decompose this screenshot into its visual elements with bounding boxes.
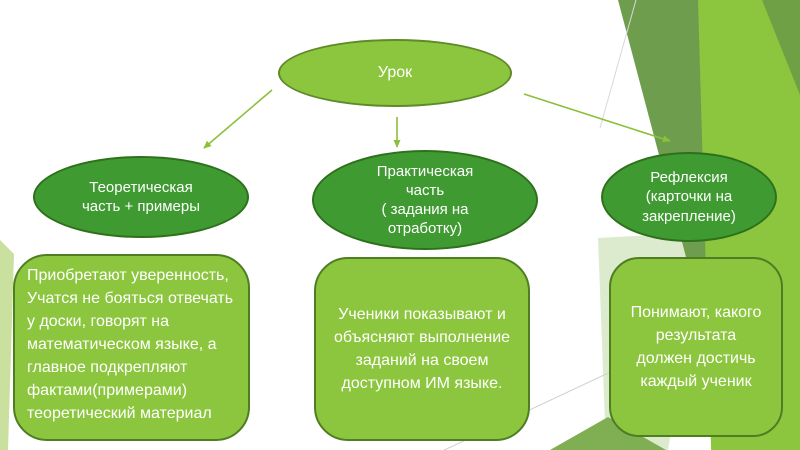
left-edge-wedge bbox=[0, 240, 14, 450]
ribbon-bottom-triangle bbox=[550, 417, 666, 450]
node-reflection-label: Рефлексия (карточки на закрепление) bbox=[642, 169, 736, 225]
node-theory-label: Теоретическая часть + примеры bbox=[81, 178, 201, 216]
box-reflection-details: Понимают, какого результата должен дости… bbox=[609, 257, 783, 437]
hairline-top bbox=[599, 0, 637, 129]
arrow-root-to-theory bbox=[203, 89, 273, 149]
box-practice-text: Ученики показывают и объясняют выполнени… bbox=[333, 305, 511, 393]
node-lesson-label: Урок bbox=[377, 64, 413, 81]
node-practice: Практическая часть ( задания на отработк… bbox=[312, 150, 538, 250]
box-reflection-text: Понимают, какого результата должен дости… bbox=[630, 303, 762, 391]
arrow-root-to-reflection bbox=[523, 93, 671, 143]
node-lesson: Урок bbox=[278, 39, 512, 107]
box-theory-text: Приобретают уверенность, Учатся не боять… bbox=[27, 267, 234, 423]
box-practice-details: Ученики показывают и объясняют выполнени… bbox=[314, 257, 530, 441]
box-theory-details: Приобретают уверенность, Учатся не боять… bbox=[13, 254, 250, 441]
node-reflection: Рефлексия (карточки на закрепление) bbox=[601, 152, 777, 242]
ribbon-corner-leaf bbox=[762, 0, 800, 95]
node-theory: Теоретическая часть + примеры bbox=[33, 156, 249, 238]
node-practice-label: Практическая часть ( задания на отработк… bbox=[376, 162, 474, 238]
